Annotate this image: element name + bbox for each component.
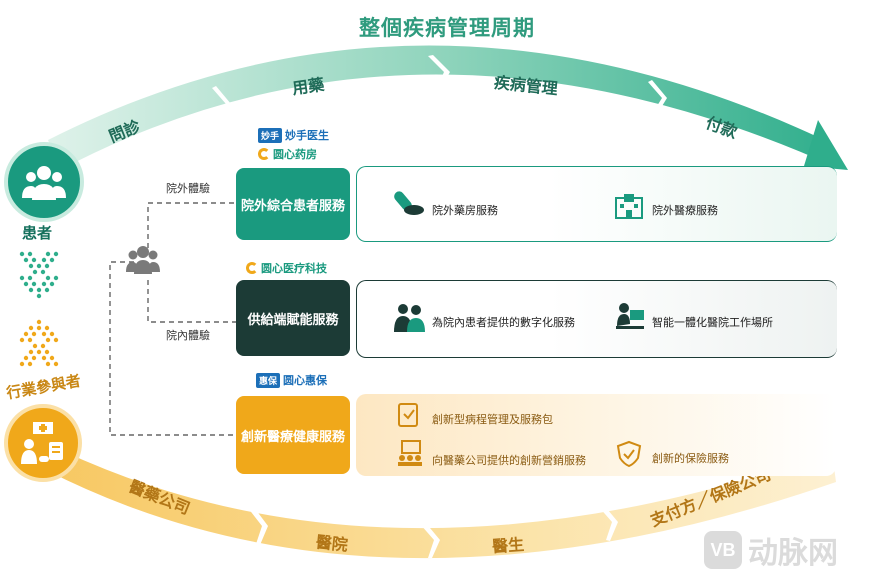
innovative-insurance-item: 創新的保險服務 [652,453,729,465]
innovative-services-panel [356,394,836,476]
inpatient-experience-label: 院內體驗 [166,330,210,342]
pharma-marketing-services-item: 向醫藥公司提供的創新營銷服務 [432,455,586,467]
workstation-icon [614,302,646,337]
outpatient-pharmacy-item: 院外藥房服務 [432,205,498,217]
down-arrows-icon [19,251,59,299]
outpatient-patient-services-box: 院外綜合患者服務 [236,168,350,240]
watermark-logo-icon: VB [704,531,742,569]
disease-management-package-item: 創新型病程管理及服務包 [432,414,553,426]
pills-icon [392,188,426,223]
inpatient-digital-services-item: 為院內患者提供的數字化服務 [432,317,575,329]
industry-participants-icon [4,404,82,482]
watermark: VB 动脉网 [704,528,838,572]
group-icon [126,244,160,278]
smart-hospital-workplace-item: 智能一體化醫院工作場所 [652,317,773,329]
up-arrows-icon [19,319,59,367]
yuanxin-pharmacy-logo: 圆心药房 [258,146,317,162]
marketing-presentation-icon [396,440,424,473]
hospital-building-icon [614,192,644,225]
outpatient-medical-item: 院外醫療服務 [652,205,718,217]
innovative-healthcare-services-box: 創新醫療健康服務 [236,396,350,474]
supply-services-panel [356,280,837,358]
yuanxin-medtech-logo: 圆心医疗科技 [246,260,327,276]
outpatient-experience-label: 院外體驗 [166,183,210,195]
page-title: 整個疾病管理周期 [359,17,535,40]
outpatient-services-panel [356,166,837,242]
tablet-care-icon [396,402,422,433]
miaoshou-logo: 妙手妙手医生 [258,127,329,143]
watermark-text: 动脉网 [748,537,838,570]
doctors-icon [392,302,426,337]
supply-empowerment-services-box: 供給端賦能服務 [236,280,350,356]
patient-icon [4,142,84,222]
yuanxin-huibao-logo: 惠保圆心惠保 [256,372,327,388]
patient-label: 患者 [22,225,53,242]
insurance-shield-icon [616,440,642,473]
